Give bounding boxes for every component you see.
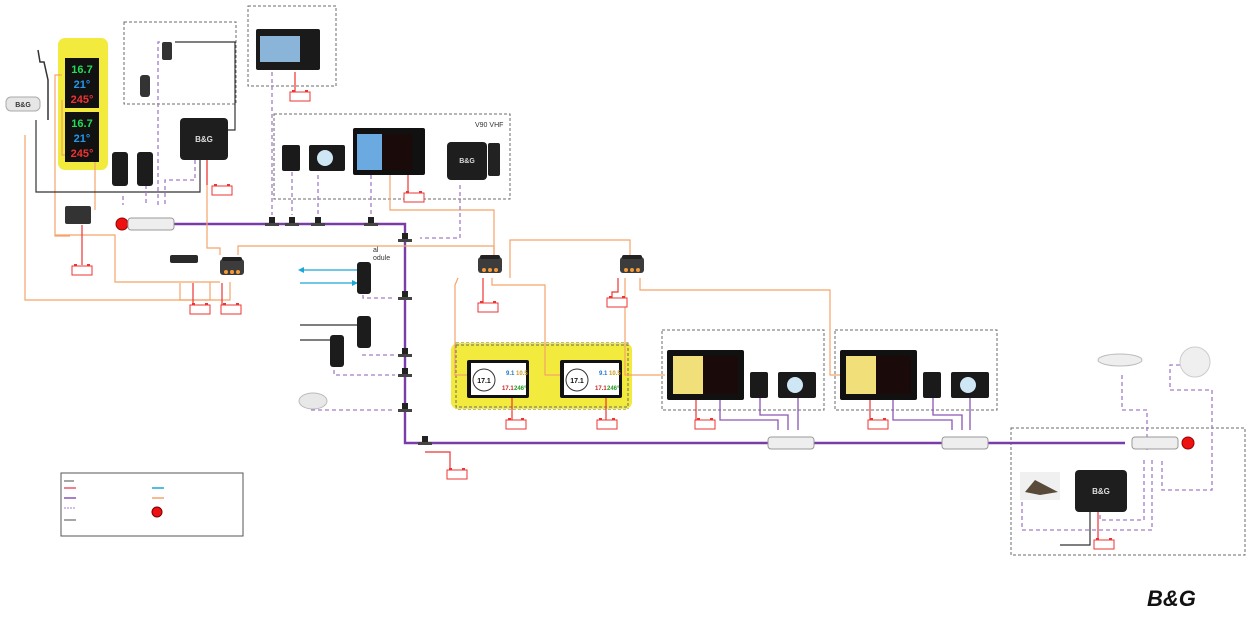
processor-unit — [180, 118, 228, 160]
svg-text:17.1: 17.1 — [570, 378, 584, 385]
svg-text:16.7: 16.7 — [71, 118, 92, 130]
vhf-handset — [488, 143, 500, 176]
svg-text:245°: 245° — [71, 148, 94, 160]
terminator — [115, 217, 129, 231]
multi-connector — [941, 436, 989, 450]
battery — [446, 467, 468, 480]
nmea0183-module — [357, 262, 371, 294]
battery — [289, 89, 311, 102]
svg-text:10.5: 10.5 — [516, 371, 528, 377]
satellite-compass — [1097, 353, 1143, 367]
wind-sensor — [37, 49, 49, 120]
svg-text:245°: 245° — [71, 94, 94, 106]
svg-text:al: al — [373, 247, 379, 254]
battery — [403, 190, 425, 203]
instrument-display: 16.7 21° 245° — [65, 112, 99, 162]
module — [357, 316, 371, 348]
svg-text:9.1: 9.1 — [506, 371, 515, 377]
battery — [477, 300, 499, 313]
battery — [220, 302, 242, 315]
battery — [71, 263, 93, 276]
gps-antenna — [298, 392, 328, 410]
sail-display: 17.1 9.1 10.5 17.1 246° — [560, 360, 622, 398]
legend — [60, 472, 244, 537]
vhf-unit — [447, 142, 487, 180]
battery — [505, 417, 527, 430]
network-switch — [478, 255, 502, 273]
vhf-label: V90 VHF — [475, 122, 503, 129]
network-switch — [220, 257, 244, 275]
terminator — [1181, 436, 1195, 450]
autopilot-controller — [282, 145, 300, 171]
battery — [867, 417, 889, 430]
module — [137, 152, 153, 186]
svg-text:B&G: B&G — [459, 158, 475, 165]
svg-text:9.1: 9.1 — [599, 371, 608, 377]
autopilot-box — [1010, 427, 1246, 556]
svg-text:246°: 246° — [514, 386, 527, 392]
autopilot-controller — [750, 372, 768, 398]
svg-text:17.1: 17.1 — [477, 378, 491, 385]
battery — [211, 183, 233, 196]
ethernet-radar — [24, 135, 231, 301]
svg-text:21°: 21° — [74, 79, 91, 91]
starboard-helm-box — [834, 329, 998, 411]
rudder-sensor — [1179, 346, 1211, 378]
svg-text:246°: 246° — [607, 386, 620, 392]
svg-text:B&G: B&G — [1092, 487, 1110, 496]
svg-text:17.1: 17.1 — [502, 386, 514, 392]
battery — [606, 295, 628, 308]
chartplotter-port — [667, 350, 744, 400]
processor-logo: B&G — [195, 135, 213, 144]
helm-display-box — [247, 5, 337, 87]
module — [330, 335, 344, 367]
radar — [5, 96, 41, 112]
nav-station-box — [273, 113, 511, 200]
chartplotter-starboard — [840, 350, 917, 400]
battery — [596, 417, 618, 430]
legend-terminator — [151, 506, 163, 518]
svg-text:17.1: 17.1 — [595, 386, 607, 392]
svg-text:16.7: 16.7 — [71, 64, 92, 76]
transducer — [162, 42, 172, 60]
instrument-display: 16.7 21° 245° — [65, 58, 99, 108]
svg-text:21°: 21° — [74, 133, 91, 145]
svg-text:10.5: 10.5 — [609, 371, 621, 377]
network-switch — [620, 255, 644, 273]
port-helm-box — [661, 329, 825, 411]
wireless-interface — [65, 206, 91, 224]
svg-text:odule: odule — [373, 255, 390, 262]
battery — [189, 302, 211, 315]
multi-connector — [127, 217, 175, 231]
autopilot-computer — [1075, 470, 1127, 512]
sail-display: 17.1 9.1 10.5 17.1 246° — [467, 360, 529, 398]
sensor-group-box — [123, 21, 237, 105]
multi-connector — [767, 436, 815, 450]
battery — [694, 417, 716, 430]
multi-connector — [1131, 436, 1179, 450]
battery — [1093, 537, 1115, 550]
autopilot-controller — [923, 372, 941, 398]
transducer — [140, 75, 150, 97]
module — [112, 152, 128, 186]
interface-module — [170, 255, 198, 263]
svg-text:B&G: B&G — [15, 102, 31, 109]
brand-logo: B&G — [1147, 586, 1196, 611]
